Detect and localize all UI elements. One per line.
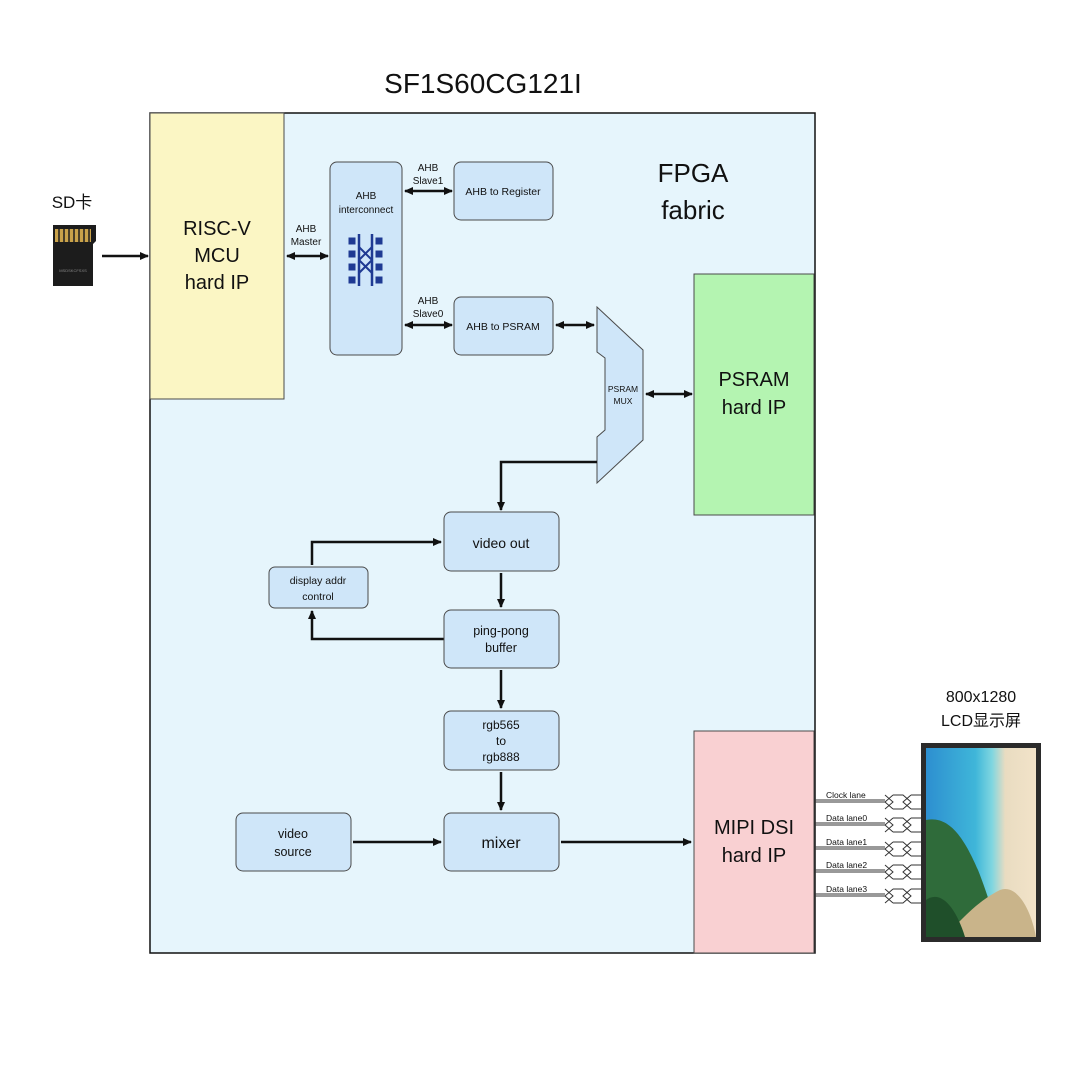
- video-out-block: [443, 511, 560, 572]
- mixer-block: [443, 812, 560, 872]
- risc-v-label-line2: MCU: [194, 245, 240, 267]
- ahb-interconnect-block: [329, 161, 403, 356]
- sd-card-text: MSDSKCFSXS: [59, 268, 87, 273]
- psram-mux-label-line2: MUX: [614, 396, 633, 406]
- video-out-label: video out: [473, 535, 530, 551]
- ahb-interconnect-label-line2: interconnect: [339, 205, 394, 216]
- ahb-interconnect-label-line1: AHB: [356, 191, 377, 202]
- psram-hard-ip-block: [693, 273, 815, 516]
- lcd-display-icon: [921, 743, 1041, 942]
- ahb-slave1-label-line1: AHB: [418, 163, 439, 174]
- video-source-block: [235, 812, 352, 872]
- ahb-slave0-label-line2: Slave0: [413, 309, 444, 320]
- risc-v-mcu-block: [149, 112, 285, 400]
- psram-ip-label-line2: hard IP: [722, 397, 786, 419]
- video-source-label-line2: source: [274, 845, 312, 859]
- display-addr-label-line1: display addr: [290, 575, 347, 587]
- ahb-slave0-label-line1: AHB: [418, 296, 439, 307]
- risc-v-label-line1: RISC-V: [183, 218, 251, 240]
- ping-pong-buffer-block: [443, 609, 560, 669]
- psram-ip-label-line1: PSRAM: [718, 369, 789, 391]
- lane-data2: Data lane2: [815, 860, 923, 880]
- mipi-ip-label-line1: MIPI DSI: [714, 817, 794, 839]
- lane-label-data0: Data lane0: [826, 813, 867, 823]
- lane-data1: Data lane1: [815, 837, 923, 857]
- rgb-label-line2: to: [496, 734, 506, 748]
- rgb-label-line3: rgb888: [482, 750, 520, 764]
- video-source-label-line1: video: [278, 827, 308, 841]
- display-addr-label-line2: control: [302, 591, 334, 603]
- ahb-to-register-label: AHB to Register: [465, 186, 541, 198]
- rgb-label-line1: rgb565: [482, 718, 520, 732]
- sd-card-label: SD卡: [52, 193, 93, 212]
- lcd-label-line1: 800x1280: [946, 689, 1016, 706]
- ping-pong-label-line1: ping-pong: [473, 624, 529, 638]
- sd-card-icon: MSDSKCFSXS: [53, 225, 96, 286]
- fpga-label-line1: FPGA: [658, 158, 729, 188]
- rgb-converter-block: [443, 710, 560, 771]
- lane-label-data1: Data lane1: [826, 837, 867, 847]
- lane-label-data2: Data lane2: [826, 860, 867, 870]
- mipi-ip-label-line2: hard IP: [722, 845, 786, 867]
- lcd-label-line2: LCD显示屏: [941, 713, 1021, 730]
- lane-data3: Data lane3: [815, 884, 923, 904]
- ahb-master-label-line1: AHB: [296, 224, 317, 235]
- display-addr-control-block: [268, 566, 369, 609]
- ping-pong-label-line2: buffer: [485, 641, 517, 655]
- ahb-to-psram-block: [453, 296, 554, 356]
- risc-v-label-line3: hard IP: [185, 272, 249, 294]
- fpga-label-line2: fabric: [661, 195, 725, 225]
- psram-mux-label-line1: PSRAM: [608, 384, 638, 394]
- ahb-master-label-line2: Master: [291, 237, 322, 248]
- chip-title: SF1S60CG121I: [384, 68, 582, 99]
- lane-data0: Data lane0: [815, 813, 923, 833]
- ahb-to-psram-label: AHB to PSRAM: [466, 321, 540, 333]
- lane-label-clock: Clock lane: [826, 790, 866, 800]
- psram-mux-block: [596, 305, 644, 485]
- mux-to-video-out-arrow: [497, 460, 597, 511]
- addr-control-to-video-out-arrow: [310, 538, 442, 565]
- ahb-to-register-block: [453, 161, 554, 221]
- mipi-dsi-hard-ip-block: [693, 730, 815, 954]
- lane-label-data3: Data lane3: [826, 884, 867, 894]
- lane-clock: Clock lane: [815, 790, 923, 810]
- mixer-label: mixer: [481, 835, 521, 852]
- crossbar-switch-icon: [348, 234, 383, 286]
- ahb-slave1-label-line2: Slave1: [413, 176, 444, 187]
- buffer-to-addr-control-arrow: [308, 610, 444, 641]
